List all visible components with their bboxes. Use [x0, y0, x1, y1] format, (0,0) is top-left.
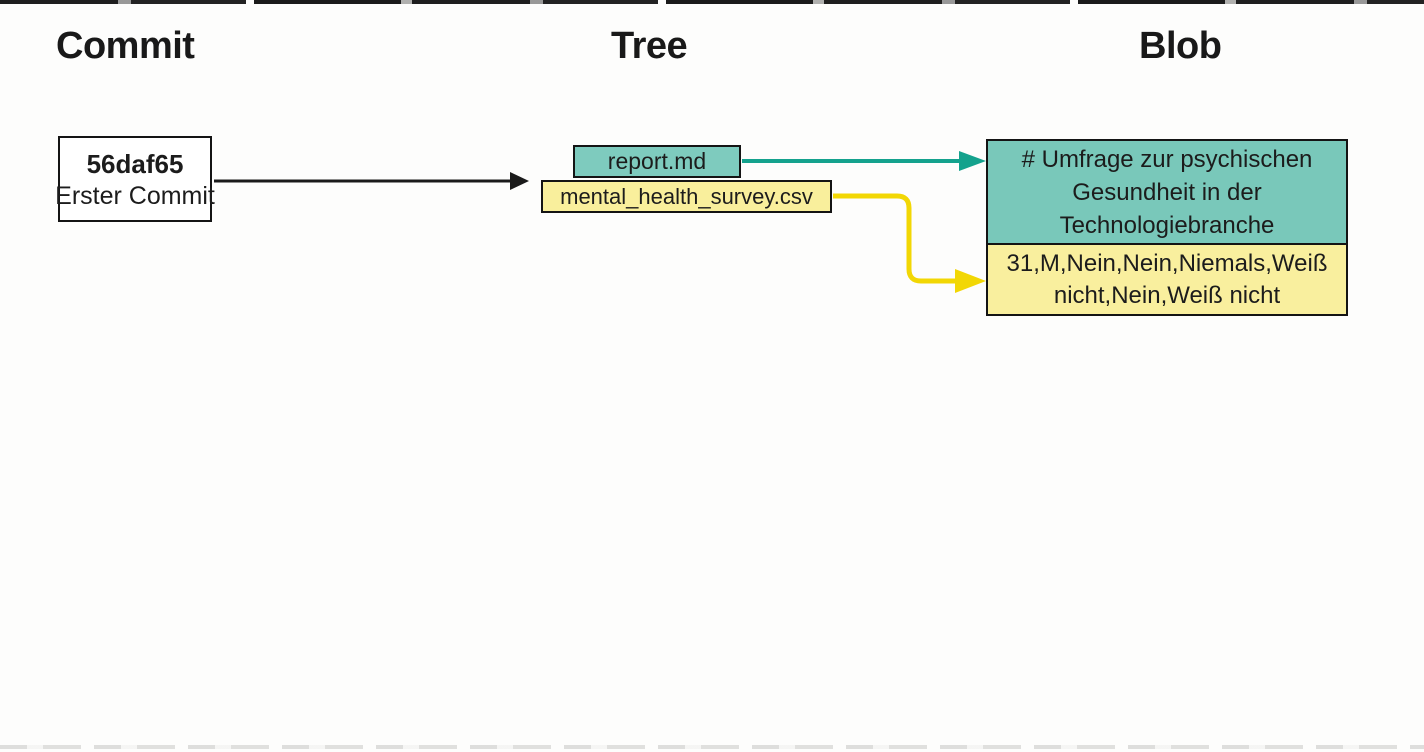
bottom-torn-edge: [0, 745, 1424, 749]
commit-message: Erster Commit: [55, 181, 215, 210]
column-heading-commit: Commit: [56, 25, 195, 67]
blob-report-content: # Umfrage zur psychischen Gesundheit in …: [986, 139, 1348, 245]
csv-to-blob-arrow-line: [833, 193, 956, 284]
tree-entry-report-md: report.md: [573, 145, 741, 178]
blob-survey-content: 31,M,Nein,Nein,Niemals,Weiß nicht,Nein,W…: [986, 243, 1348, 316]
csv-to-blob-arrowhead: [955, 269, 986, 293]
top-torn-edge: [0, 0, 1424, 4]
report-to-blob-arrowhead: [959, 151, 986, 171]
tree-entry-mental-health-survey-csv: mental_health_survey.csv: [541, 180, 832, 213]
commit-node: 56daf65 Erster Commit: [55, 136, 215, 222]
column-heading-blob: Blob: [1139, 25, 1222, 67]
commit-to-tree-arrowhead: [510, 172, 529, 190]
commit-hash: 56daf65: [86, 148, 184, 179]
column-heading-tree: Tree: [611, 25, 688, 67]
